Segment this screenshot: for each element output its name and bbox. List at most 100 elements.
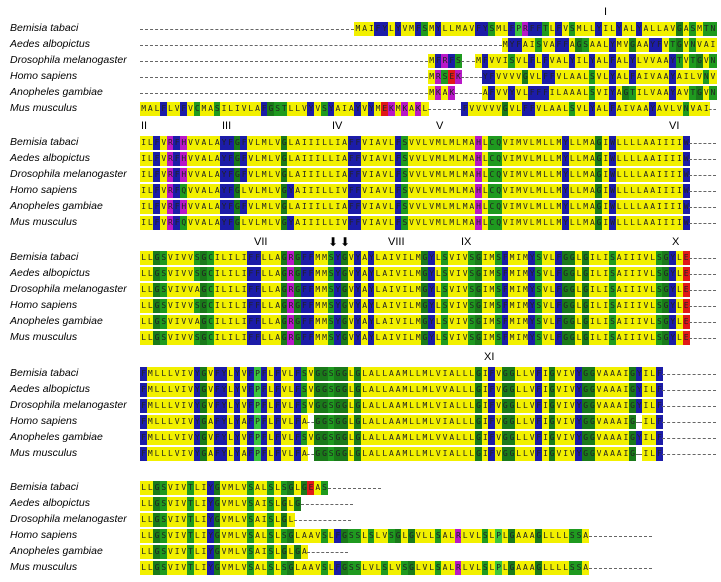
residue-cell: S: [267, 529, 275, 543]
residue-cell: L: [622, 54, 630, 68]
residue-cell: S: [689, 22, 697, 36]
residue-cell: L: [287, 152, 295, 166]
residue-cell: A: [294, 168, 302, 182]
species-label: Bemisia tabaci: [10, 136, 79, 148]
residue-cell: L: [260, 529, 268, 543]
residue-cell: G: [628, 415, 637, 429]
residue-cell: A: [448, 431, 456, 445]
residue-cell: N: [709, 54, 717, 68]
residue-cell: L: [140, 299, 148, 313]
residue-cell: A: [675, 86, 684, 100]
residue-cell: G: [354, 447, 362, 461]
residue-cell: I: [180, 367, 188, 381]
residue-cell: G: [314, 383, 322, 397]
residue-cell: V: [702, 54, 710, 68]
residue-cell: L: [287, 383, 295, 397]
residue-cell: A: [515, 561, 523, 575]
residue-cell: V: [541, 331, 550, 345]
residue-cell: I: [602, 86, 610, 100]
residue-cell: I: [334, 152, 342, 166]
residue-cell: I: [508, 200, 516, 214]
residue-cell: Y: [561, 216, 570, 230]
residue-cell: V: [595, 383, 603, 397]
residue-cell: L: [374, 299, 382, 313]
residue-cell: L: [267, 251, 275, 265]
residue-cell: M: [434, 152, 442, 166]
residue-cell: A: [602, 447, 610, 461]
residue-cell: L: [635, 184, 643, 198]
residue-cell: M: [320, 331, 329, 345]
residue-cell: A: [655, 102, 664, 116]
residue-cell: L: [454, 431, 463, 445]
residue-cell: I: [662, 136, 670, 150]
residue-cell: L: [193, 513, 201, 527]
residue-cell: A: [381, 267, 389, 281]
residue-cell: L: [414, 383, 422, 397]
residue-cell: S: [213, 102, 221, 116]
residue-cell: P: [494, 529, 503, 543]
residue-cell: C: [206, 299, 215, 313]
residue-cell: G: [200, 251, 208, 265]
residue-cell: S: [468, 251, 476, 265]
residue-cell: L: [146, 152, 154, 166]
residue-cell: A: [387, 447, 396, 461]
residue-cell: V: [448, 299, 456, 313]
residue-cell: A: [441, 86, 449, 100]
residue-cell: V: [555, 447, 563, 461]
residue-cell: L: [541, 200, 550, 214]
species-label: Bemisia tabaci: [10, 22, 79, 34]
residue-cell: I: [515, 299, 523, 313]
residue-cell: L: [233, 545, 242, 559]
residue-cell: L: [575, 152, 583, 166]
residue-cell: S: [160, 513, 168, 527]
residue-cell: L: [233, 561, 242, 575]
residue-cell: G: [267, 102, 275, 116]
residue-cell: S: [608, 315, 617, 329]
residue-cell: L: [320, 200, 329, 214]
residue-cell: H: [180, 152, 188, 166]
residue-cell: V: [407, 184, 416, 198]
residue-cell: I: [588, 251, 597, 265]
residue-cell: G: [474, 315, 483, 329]
residue-cell: M: [582, 168, 590, 182]
residue-cell: V: [494, 399, 503, 413]
residue-cell: L: [287, 545, 295, 559]
residue-cell: S: [582, 38, 590, 52]
residue-cell: K: [401, 102, 409, 116]
residue-cell: F: [394, 216, 402, 230]
residue-cell: L: [287, 415, 295, 429]
residue-cell: G: [280, 283, 288, 297]
residue-cell: Y: [588, 102, 597, 116]
residue-cell: F: [253, 283, 262, 297]
residue-cell: G: [354, 399, 362, 413]
residue-cell: Y: [508, 86, 516, 100]
residue-cell: V: [381, 216, 389, 230]
residue-cell: Y: [334, 315, 342, 329]
residue-cell: L: [649, 399, 657, 413]
residue-cell: M: [421, 431, 429, 445]
alignment-gap: [689, 143, 716, 144]
residue-cell: M: [434, 168, 442, 182]
residue-cell: T: [186, 497, 195, 511]
residue-cell: S: [320, 481, 329, 495]
residue-cell: F: [240, 168, 248, 182]
residue-cell: L: [441, 152, 449, 166]
residue-cell: A: [193, 283, 201, 297]
residue-cell: Y: [206, 481, 215, 495]
residue-cell: S: [160, 481, 168, 495]
residue-cell: M: [488, 283, 496, 297]
residue-cell: V: [193, 152, 201, 166]
residue-cell: S: [267, 497, 275, 511]
residue-cell: Y: [428, 283, 436, 297]
residue-cell: I: [307, 216, 315, 230]
residue-cell: V: [521, 216, 530, 230]
residue-cell: V: [407, 168, 416, 182]
residue-cell: A: [649, 136, 657, 150]
residue-cell: L: [521, 431, 530, 445]
residue-cell: P: [253, 415, 262, 429]
residue-cell: V: [307, 431, 315, 445]
residue-cell: L: [548, 283, 556, 297]
residue-cell: A: [387, 415, 396, 429]
residue-cell: L: [414, 561, 422, 575]
residue-cell: L: [267, 399, 275, 413]
